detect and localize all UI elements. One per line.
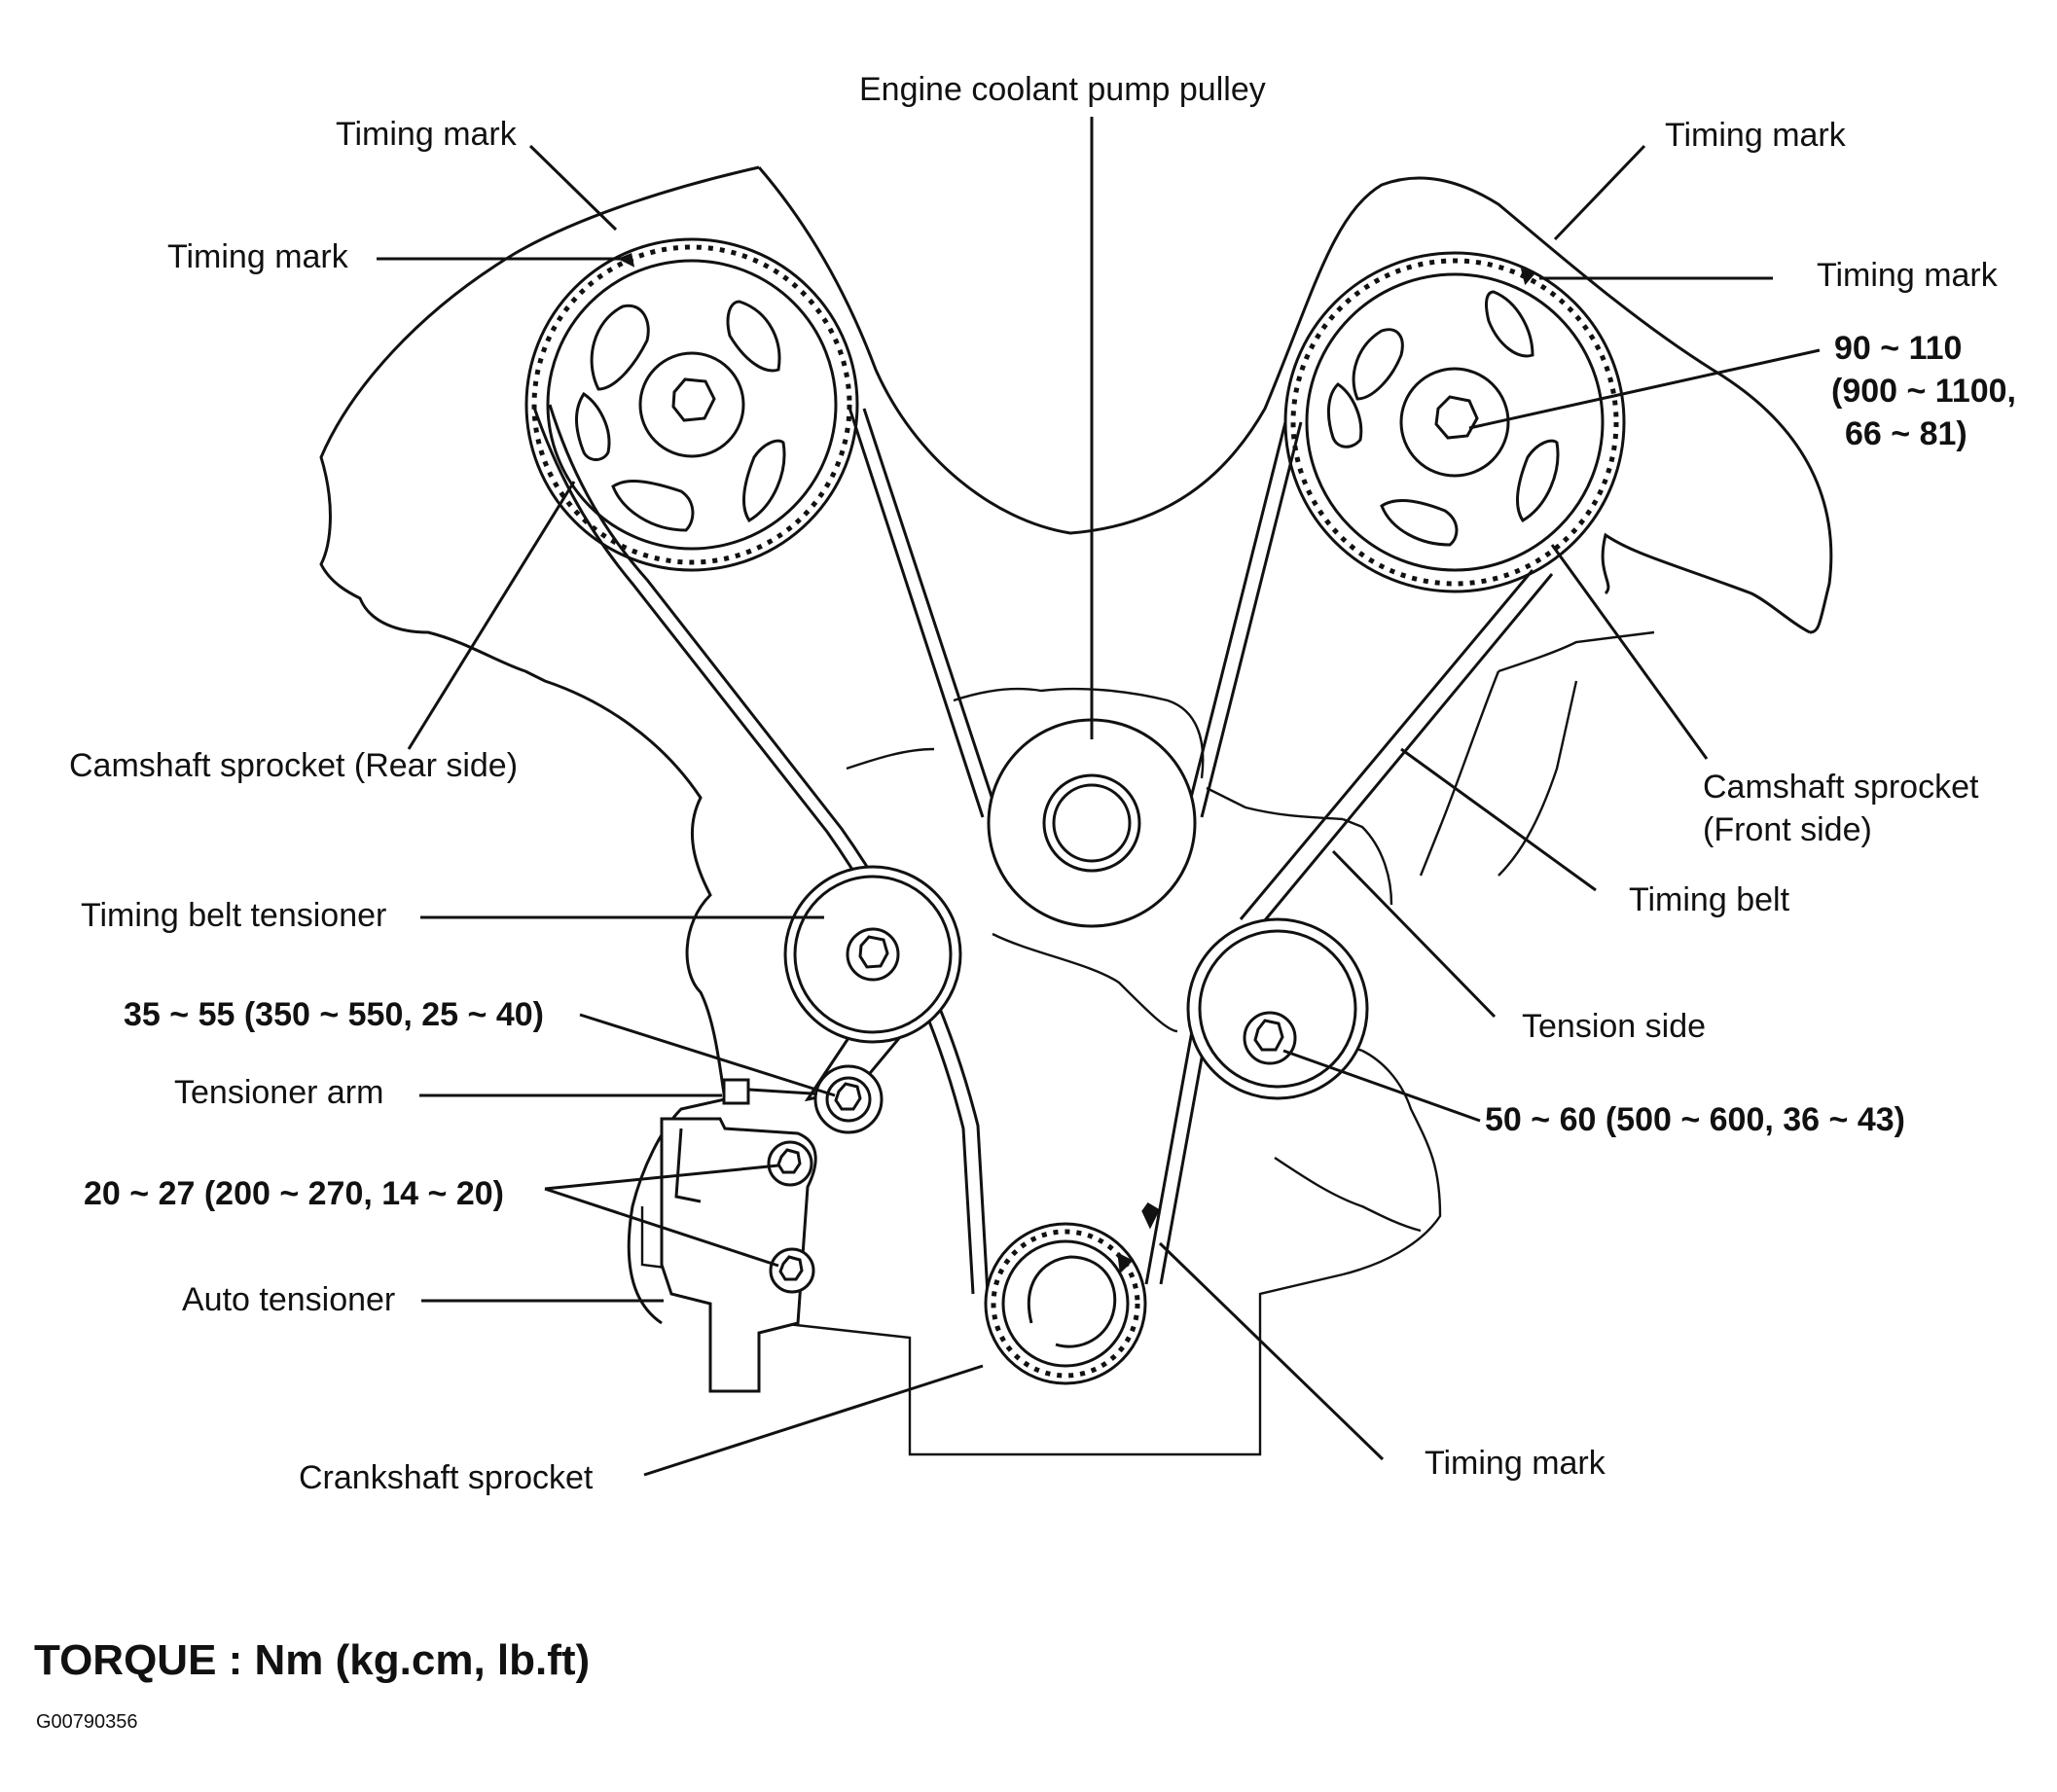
timing-belt [531,404,1554,1295]
label-timing-mark-top-right: Timing mark [1665,117,1847,154]
timing-mark-dot-icon [1117,1252,1134,1274]
label-timing-mark-top-left: Timing mark [336,116,518,153]
camshaft-sprocket-front [1283,251,1626,593]
torque-units-caption: TORQUE : Nm (kg.cm, lb.ft) [34,1636,590,1684]
label-timing-belt: Timing belt [1629,881,1790,918]
camshaft-sprocket-rear [524,237,859,572]
timing-mark-dot-icon [1520,268,1535,286]
label-camshaft-sprocket-rear: Camshaft sprocket (Rear side) [69,747,518,784]
label-timing-mark-right: Timing mark [1817,257,1999,294]
label-auto-tensioner: Auto tensioner [182,1281,395,1318]
label-camshaft-sprocket-front-1: Camshaft sprocket [1703,769,1979,806]
label-tensioner-arm: Tensioner arm [174,1074,383,1111]
crankshaft-sprocket [984,1202,1160,1385]
label-torque-tensioner: 35 ~ 55 (350 ~ 550, 25 ~ 40) [124,996,544,1033]
auto-tensioner-assembly [660,1064,884,1393]
label-crankshaft-sprocket: Crankshaft sprocket [299,1459,594,1496]
timing-belt-tensioner-pulley [783,865,962,1102]
timing-mark-arrow-icon [1141,1202,1160,1230]
leader-lines [377,117,1821,1477]
figure-code: G00790356 [36,1711,138,1733]
label-timing-mark-bottom: Timing mark [1425,1445,1606,1482]
label-torque-camshaft-1: 90 ~ 110 [1834,330,1962,367]
label-torque-idler: 50 ~ 60 (500 ~ 600, 36 ~ 43) [1485,1101,1905,1138]
label-torque-auto-tensioner: 20 ~ 27 (200 ~ 270, 14 ~ 20) [84,1175,504,1212]
label-torque-camshaft-2: (900 ~ 1100, [1831,373,2016,410]
coolant-pump-pulley [987,718,1197,928]
label-timing-belt-tensioner: Timing belt tensioner [81,897,386,934]
idler-pulley [1186,917,1369,1100]
label-torque-camshaft-3: 66 ~ 81) [1845,415,1967,452]
label-tension-side: Tension side [1522,1008,1706,1045]
label-timing-mark-left: Timing mark [167,238,349,275]
label-engine-coolant-pump-pulley: Engine coolant pump pulley [859,71,1266,108]
label-camshaft-sprocket-front-2: (Front side) [1703,811,1872,848]
